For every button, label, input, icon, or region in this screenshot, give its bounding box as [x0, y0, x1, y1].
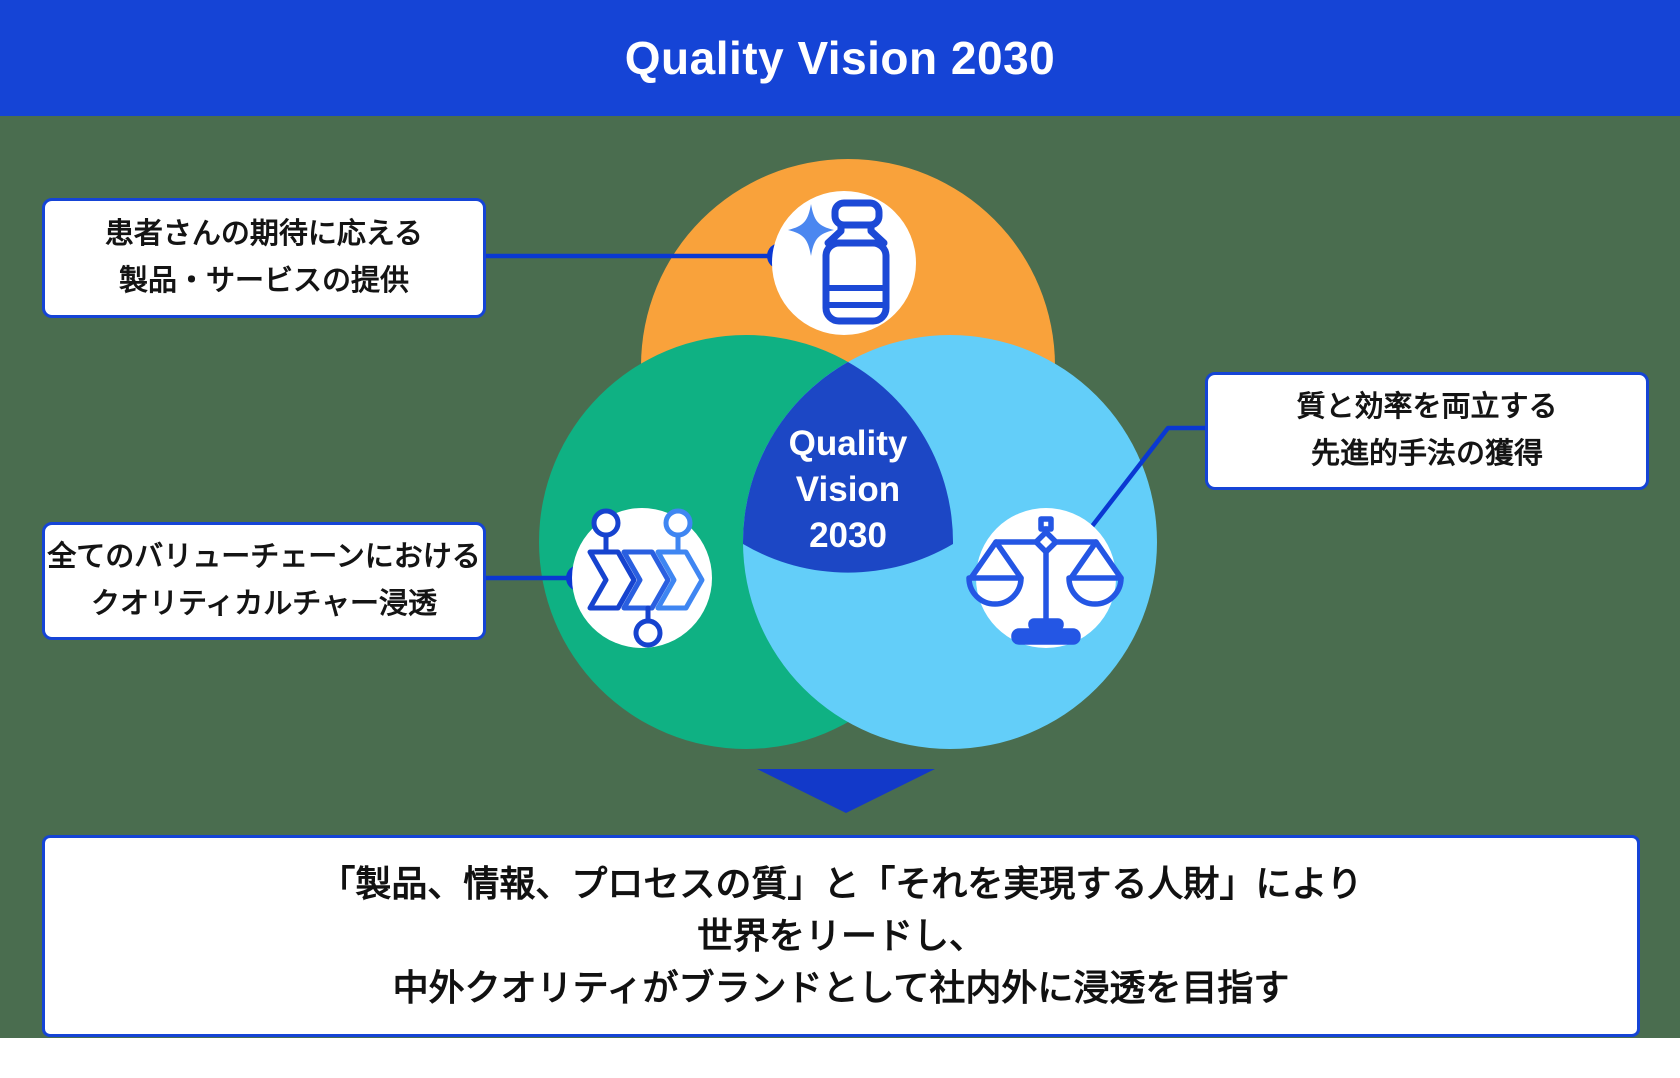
callout-patients: 患者さんの期待に応える 製品・サービスの提供	[42, 198, 486, 318]
page-title: Quality Vision 2030	[624, 32, 1056, 84]
vial-body	[822, 239, 890, 325]
connector-line-methods	[1080, 425, 1209, 541]
chevron-3	[655, 549, 705, 611]
summary-box: 「製品、情報、プロセスの質」と「それを実現する人財」により 世界をリードし、 中…	[42, 835, 1640, 1037]
person-node-1	[591, 508, 621, 538]
person-node-2	[663, 508, 693, 538]
callout-culture: 全てのバリューチェーンにおける クオリティカルチャー浸透	[42, 522, 486, 640]
person-node-3	[633, 618, 663, 648]
scale-pan-left	[966, 575, 1024, 607]
callout-methods-line-2: 先進的手法の獲得	[1310, 438, 1543, 470]
scale-base	[1011, 628, 1081, 645]
scale-strings-left	[968, 539, 1024, 581]
vial-sparkle-icon	[788, 199, 890, 325]
chevron-1	[587, 549, 637, 611]
sparkle-shape	[788, 204, 834, 256]
header-bar: Quality Vision 2030	[0, 0, 1680, 116]
callout-methods: 質と効率を両立する 先進的手法の獲得	[1205, 372, 1649, 490]
venn-center-intersection	[742, 362, 954, 573]
venn-center-line-1: Quality	[788, 424, 908, 463]
summary-line-3: 中外クオリティがブランドとして社内外に浸透を目指す	[392, 967, 1290, 1008]
venn-center-line-3: 2030	[809, 516, 887, 555]
callout-patients-line-1: 患者さんの期待に応える	[104, 218, 424, 250]
bottom-white-strip	[0, 1038, 1680, 1078]
chevron-2	[621, 549, 671, 611]
scale-pivot	[1033, 529, 1059, 555]
venn-center-line-2: Vision	[795, 470, 901, 509]
value-chain-icon	[587, 508, 705, 648]
summary-line-2: 世界をリードし、	[696, 915, 985, 956]
summary-line-1: 「製品、情報、プロセスの質」と「それを実現する人財」により	[319, 863, 1363, 904]
scale-strings-right	[1068, 539, 1124, 581]
down-arrow	[757, 769, 935, 813]
callout-patients-line-2: 製品・サービスの提供	[118, 265, 409, 297]
callout-methods-line-1: 質と効率を両立する	[1296, 391, 1558, 423]
balance-scale-icon	[966, 516, 1124, 645]
callout-culture-line-1: 全てのバリューチェーンにおける	[47, 541, 481, 573]
icon-circle-products	[772, 191, 916, 335]
vial-cap	[831, 199, 883, 229]
venn-center-label: Quality Vision 2030	[698, 421, 998, 559]
scale-base-top	[1028, 618, 1064, 631]
scale-pan-right	[1066, 575, 1124, 607]
callout-culture-line-2: クオリティカルチャー浸透	[91, 588, 437, 620]
